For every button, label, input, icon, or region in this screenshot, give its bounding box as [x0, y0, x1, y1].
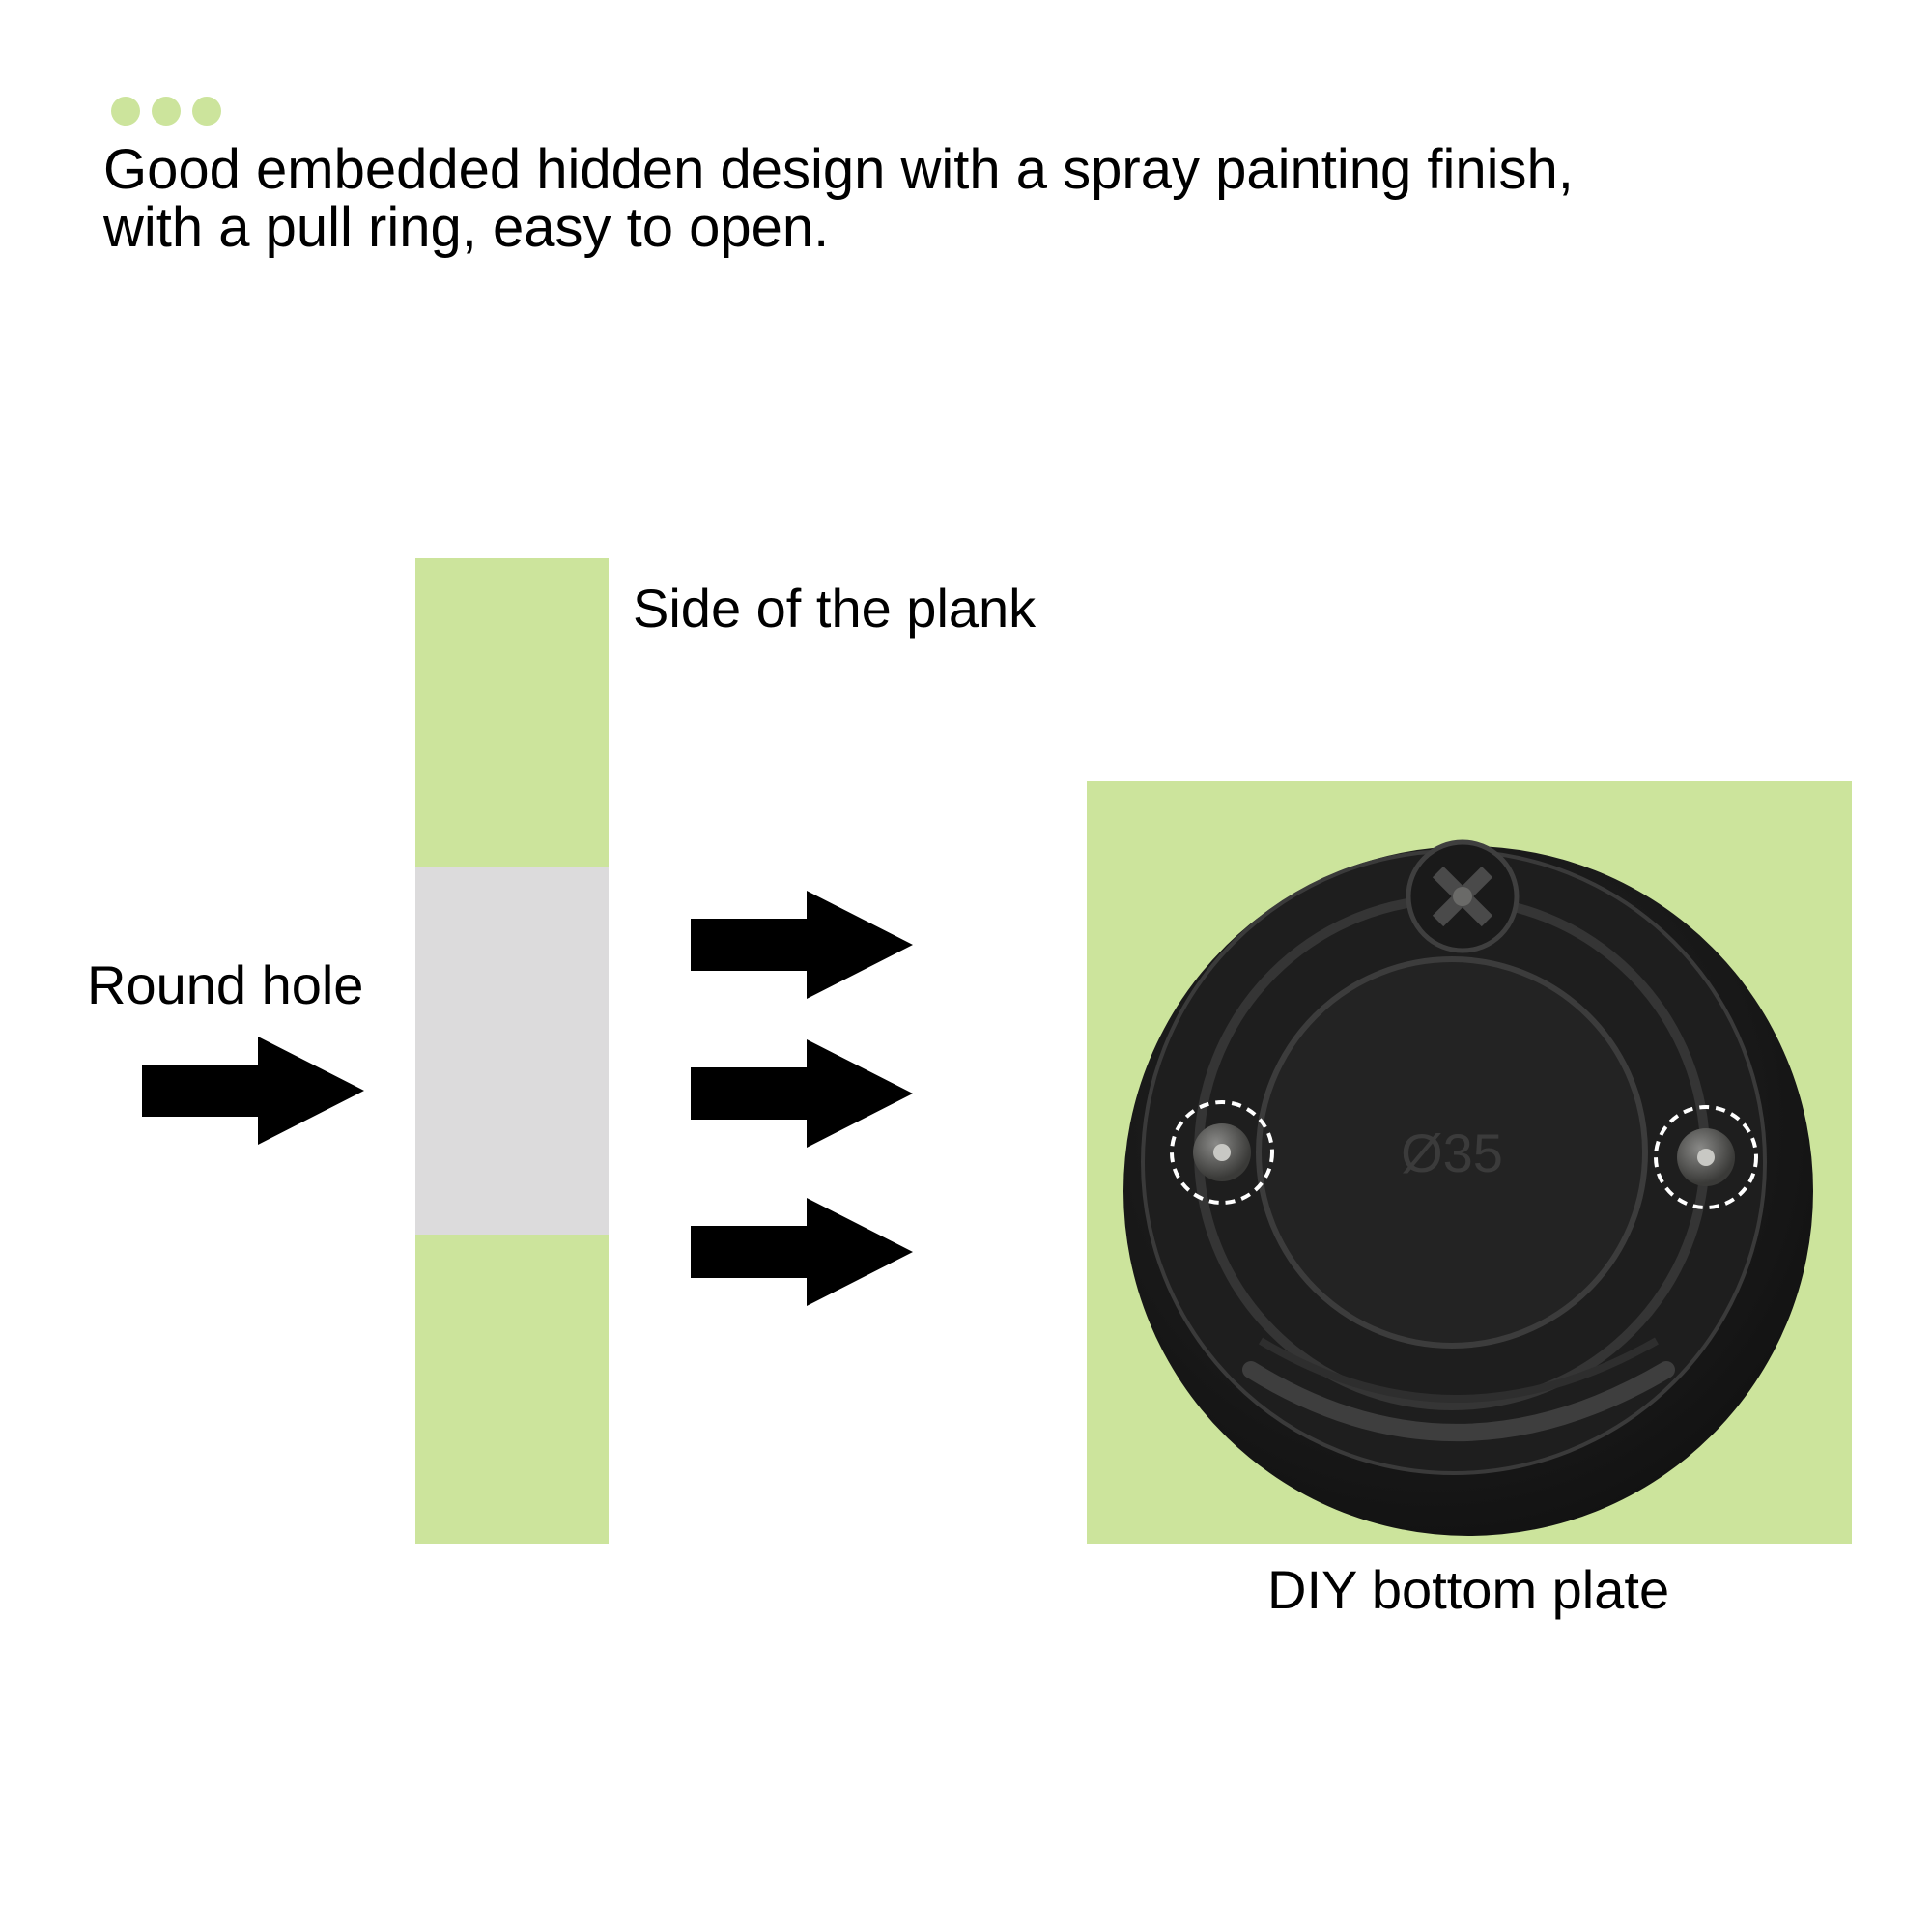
label-diy-bottom-plate: DIY bottom plate [1267, 1559, 1670, 1620]
headline-line-1: Good embedded hidden design with a spray… [103, 138, 1574, 201]
left-screw-highlight [1170, 1100, 1274, 1205]
pull-ring-icon [1242, 1361, 1675, 1441]
plate-center-disc [1256, 956, 1648, 1349]
dot-3 [192, 97, 221, 126]
plate-size-marking: Ø35 [1401, 1122, 1503, 1183]
label-round-hole: Round hole [87, 954, 364, 1015]
dot-2 [152, 97, 181, 126]
arrow-right-icon [691, 1198, 913, 1306]
label-side-of-plank: Side of the plank [633, 578, 1037, 639]
arrow-right-icon [691, 1039, 913, 1148]
decorative-dots [111, 97, 221, 126]
bottom-plate-image: Ø35 [1123, 839, 1813, 1536]
headline-line-2: with a pull ring, easy to open. [103, 196, 830, 259]
dot-1 [111, 97, 140, 126]
plank-bottom-section [415, 1235, 609, 1544]
right-screw-highlight [1654, 1105, 1758, 1209]
arrow-right-icon [142, 1037, 364, 1145]
plank-top-section [415, 558, 609, 867]
pull-ring-edge [1258, 1337, 1659, 1403]
arrow-right-icon [691, 891, 913, 999]
headline: Good embedded hidden design with a spray… [103, 141, 1842, 257]
plank-round-hole-section [415, 867, 609, 1235]
